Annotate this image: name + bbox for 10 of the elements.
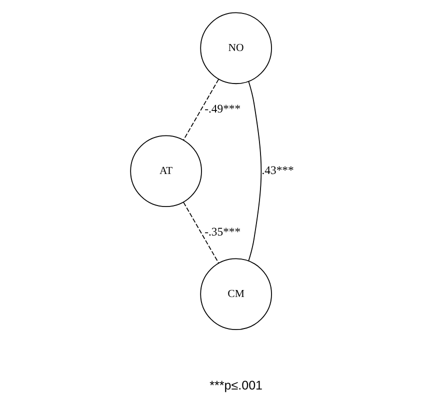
label: ***p≤.001 — [210, 378, 263, 392]
node-circle: CM — [200, 258, 272, 330]
edge-label: -.49*** — [204, 102, 241, 116]
node-circle: NO — [200, 12, 272, 84]
edge-label: .43*** — [262, 164, 294, 178]
connector — [183, 202, 219, 264]
connector — [183, 78, 220, 140]
edge-label: -.35*** — [204, 226, 241, 239]
node-circle: AT — [130, 135, 202, 208]
connector — [248, 80, 262, 262]
